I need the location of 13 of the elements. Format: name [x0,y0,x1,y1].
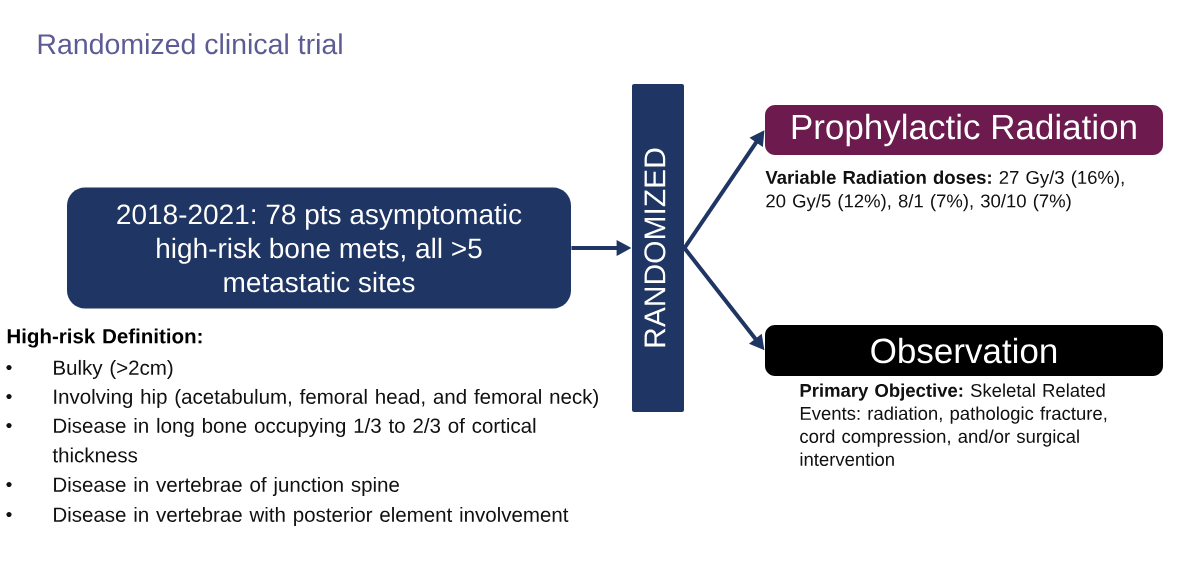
heading: High-risk Definition: [7,328,202,348]
list-item: Involving hip (acetabulum, femoral head, and femoral neck) [54,388,598,409]
process-box: 2018-2021: 78 pts asymptomatic high-risk bone mets, all >5 metastatic sites [67,187,571,309]
arm-box: Observation [765,325,1163,376]
arm-box: Prophylactic Radiation [765,105,1163,155]
list-item: Bulky (>2cm) [54,359,173,380]
note-text: Primary Objective: Skeletal Related Events: radiation, pathologic fracture, cord compression, and/or surgical intervention [800,383,1107,466]
title: Randomized clinical trial [38,33,342,55]
list-item: Disease in long bone occupying 1/3 to 2/3 of cortical thickness [52,417,536,463]
list-item: Disease in vertebrae with posterior element involvement [54,506,569,527]
list-item: Disease in vertebrae of junction spine [54,476,399,497]
randomization-bar: RANDOMIZED [632,84,684,412]
note-text: Variable Radiation doses: 27 Gy/3 (16%), 20 Gy/5 (12%), 8/1 (7%), 30/10 (7%) [765,170,1124,212]
